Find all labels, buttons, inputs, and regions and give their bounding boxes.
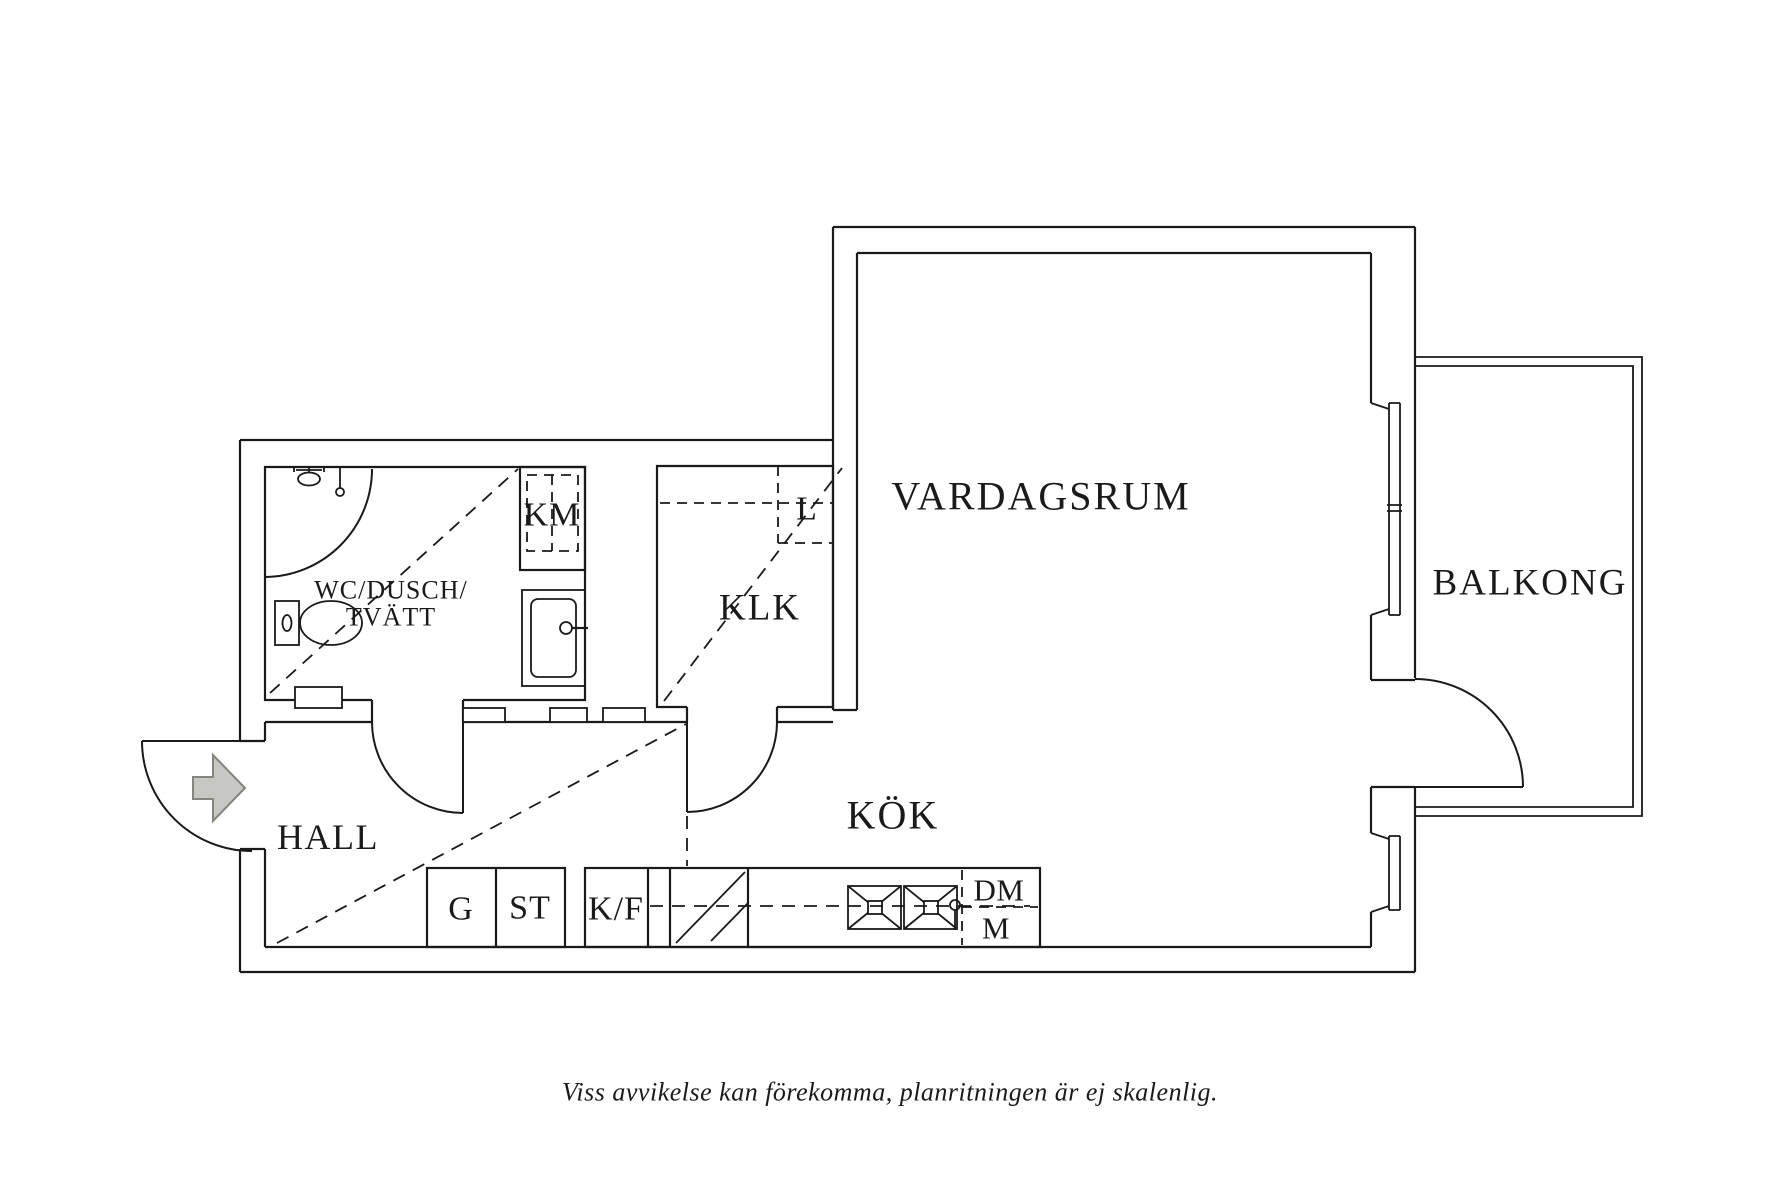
fixture-label-m: M <box>982 911 1010 946</box>
fixture-label-dm: DM <box>974 873 1025 908</box>
balcony-outline <box>1415 356 1643 817</box>
room-label-kok: KÖK <box>847 793 940 838</box>
fixture-label-g: G <box>448 891 474 928</box>
fixture-label-km: KM <box>524 497 581 534</box>
room-label-wc-line2: TVÄTT <box>346 603 436 632</box>
room-label-vardagsrum: VARDAGSRUM <box>891 474 1190 519</box>
room-label-balkong: BALKONG <box>1433 563 1628 604</box>
walls <box>238 225 1643 974</box>
disclaimer-text: Viss avvikelse kan förekomma, planritnin… <box>562 1078 1218 1107</box>
entrance-arrow-icon <box>192 752 247 824</box>
room-label-klk: KLK <box>719 588 801 629</box>
double-kitchen-sink <box>847 885 961 930</box>
room-label-hall: HALL <box>277 817 379 857</box>
kitchen-counter <box>425 866 1042 949</box>
wash-basin <box>521 589 588 687</box>
dishwasher-microwave-dashed <box>961 870 1038 945</box>
kitchen-door-swing <box>686 721 778 813</box>
wardrobe-dashed <box>660 466 833 544</box>
entrance-door-swing <box>141 740 253 852</box>
washing-machine <box>518 465 587 572</box>
window-upper <box>1370 402 1402 616</box>
toilet <box>274 600 363 646</box>
fixture-label-st: ST <box>509 890 551 927</box>
room-label-wc-line1: WC/DUSCH/ <box>314 576 467 605</box>
window-lower <box>1370 832 1401 913</box>
shower-curtain-arc <box>263 467 373 578</box>
stove-hob <box>675 871 749 944</box>
fixture-label-l: L <box>796 491 818 528</box>
balcony-door-swing <box>1414 678 1524 788</box>
fixture-label-kf: K/F <box>588 891 644 928</box>
door-thresholds <box>294 686 646 723</box>
dashed-guide-lines <box>269 467 1030 944</box>
bathroom-door-swing <box>371 721 464 814</box>
